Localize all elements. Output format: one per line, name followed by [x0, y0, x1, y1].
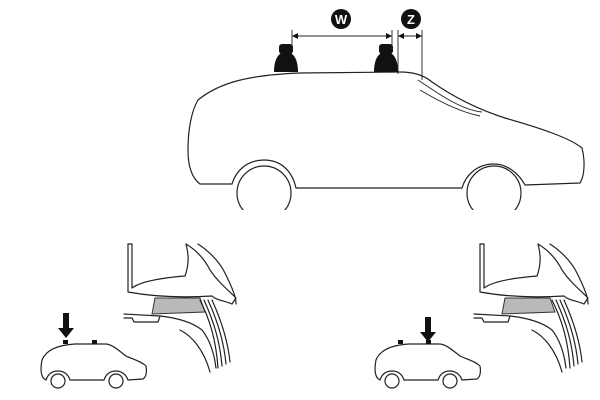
z-label: Z	[407, 12, 415, 27]
arrow-down-icon-left	[58, 313, 74, 338]
z-label-badge: Z	[401, 9, 421, 29]
w-label-badge: W	[331, 9, 351, 29]
w-dimension	[291, 30, 393, 50]
roof-detail-right	[473, 243, 589, 373]
small-car-right	[374, 340, 481, 389]
arrow-down-icon-right	[420, 317, 436, 342]
w-label: W	[335, 12, 348, 27]
rack-foot-rear	[374, 44, 398, 72]
small-car-left	[40, 340, 147, 389]
z-dimension	[397, 30, 423, 80]
main-car-outline	[187, 71, 585, 230]
roof-detail-left	[123, 243, 237, 373]
rack-foot-front	[274, 44, 298, 72]
